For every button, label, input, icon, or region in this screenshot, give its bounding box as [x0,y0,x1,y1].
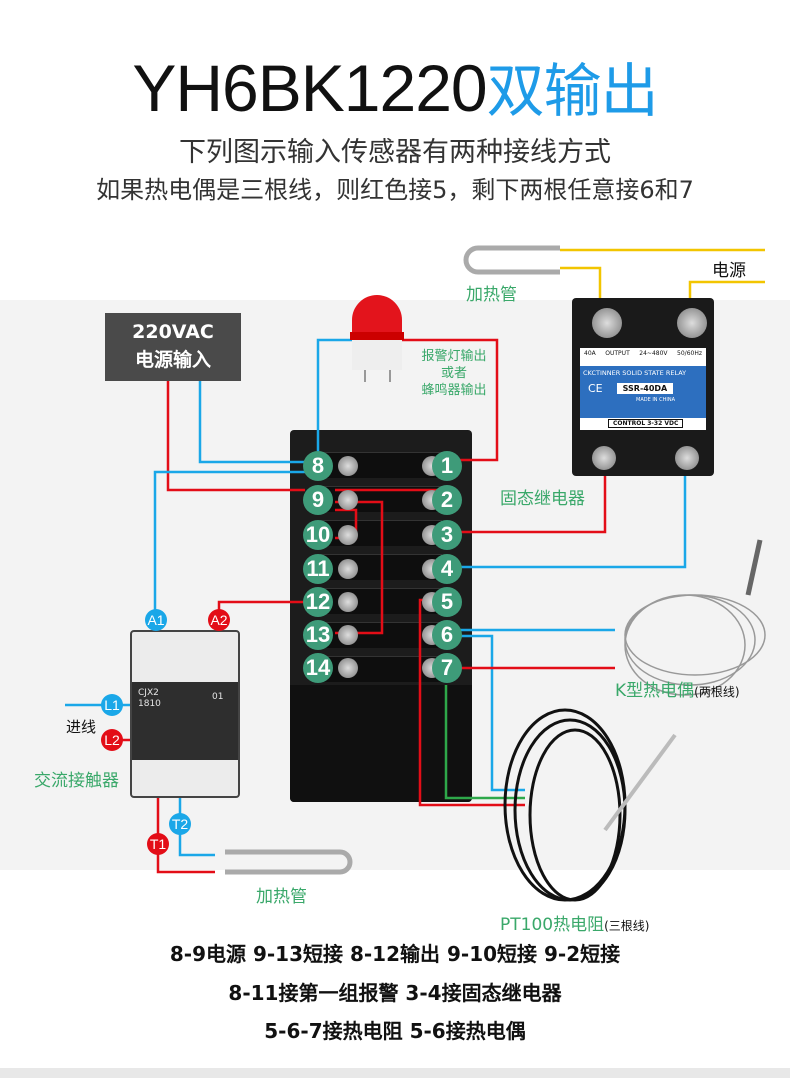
heater-bottom [225,849,353,875]
terminal-7: 7 [432,653,462,683]
controller-body [290,685,472,802]
terminal-14: 14 [303,653,333,683]
terminal-screw [338,559,358,579]
model-name: YH6BK1220 [132,51,487,125]
wire-8-a1 [153,470,305,612]
subtitle-2: 如果热电偶是三根线，则红色接5，剩下两根任意接6和7 [96,176,694,204]
terminal-screw [338,592,358,612]
ssr-current: 40A [584,350,596,357]
wire-4-ssr [460,465,687,569]
solid-state-relay: 40A OUTPUT 24~480V 50/60Hz CKCTINNER SOLID … [572,298,714,476]
wire-t2 [178,785,215,857]
terminal-screw [338,625,358,645]
alarm-light-icon [350,295,404,382]
wire-power-9 [166,380,305,492]
terminal-13: 13 [303,620,333,650]
terminal-4: 4 [432,554,462,584]
ssr-output: OUTPUT [605,350,630,357]
power-label: 电源 [712,261,746,281]
wire-8-alarm [316,338,352,455]
contactor-aux: 01 [212,692,224,702]
thermocouple-name: K型热电偶 [615,681,695,701]
subtitle-1: 下列图示输入传感器有两种接线方式 [179,137,611,168]
ssr-brand: CKCTINNER SOLID STATE RELAY [583,369,687,377]
wire-9-13 [335,500,384,635]
tag-a2: A2 [208,609,230,631]
ssr-freq: 50/60Hz [677,350,702,357]
terminal-9: 9 [303,485,333,515]
terminal-8: 8 [303,451,333,481]
wire-6-pt100 [460,634,525,792]
pt100-probe [503,708,677,902]
wiring-note-3: 5-6-7接热电阻 5-6接热电偶 [264,1019,526,1043]
heater-top-label: 加热管 [466,285,517,305]
heater-bottom-label: 加热管 [256,887,307,907]
incoming-label: 进线 [66,718,97,736]
ssr-model: SSR-40DA [616,383,674,394]
terminal-6: 6 [432,620,462,650]
terminal-screw [338,490,358,510]
wire-7-pt100 [444,685,525,800]
pt100-name: PT100热电阻 [500,915,605,935]
contactor-model: CJX2 1810 [138,688,161,709]
power-voltage: 220VAC [132,321,214,343]
wiring-note-2: 8-11接第一组报警 3-4接固态继电器 [228,981,562,1005]
terminal-10: 10 [303,520,333,550]
thermocouple-probe [624,539,766,696]
alarm-output-label: 报警灯输出或者蜂鸣器输出 [418,348,490,399]
wire-12-a2 [217,600,305,612]
ssr-label: 固态继电器 [500,489,585,509]
power-input-box: 220VAC 电源输入 [105,313,241,381]
alarm-line1: 报警灯输出 [421,349,487,364]
terminal-1: 1 [432,451,462,481]
wiring-note-1: 8-9电源 9-13短接 8-12输出 9-10短接 9-2短接 [169,942,621,966]
terminal-5: 5 [432,587,462,617]
terminal-screw [338,456,358,476]
wire-t1 [156,785,215,874]
ac-contactor: CJX2 1810 01 [130,630,240,798]
thermocouple-note: (两根线) [694,685,740,699]
terminal-3: 3 [432,520,462,550]
terminal-screw [338,658,358,678]
ce-mark: CE [588,382,603,395]
wire-yellow-ssr1 [560,266,602,310]
wire-alarm-1 [402,338,499,462]
ssr-voltage: 24~480V [639,350,668,357]
heater-top [463,245,560,275]
tag-a1: A1 [145,609,167,631]
wire-power-8 [198,380,305,464]
alarm-line2: 或者 [440,366,467,381]
page-title: YH6BK1220双输出 [0,48,790,131]
thermocouple-label: K型热电偶(两根线) [615,676,740,701]
tag-t1: T1 [147,833,169,855]
pt100-label: PT100热电阻(三根线) [500,910,649,935]
terminal-screw [338,525,358,545]
tag-l1: L1 [101,694,123,716]
alarm-line3: 蜂鸣器输出 [421,383,487,398]
terminal-12: 12 [303,587,333,617]
title-suffix: 双输出 [486,57,659,125]
tag-t2: T2 [169,813,191,835]
footer-strip [0,1068,790,1078]
contactor-label: 交流接触器 [34,771,119,791]
terminal-11: 11 [303,554,333,584]
pt100-note: (三根线) [604,919,650,933]
contactor-front-panel [132,682,238,760]
ssr-origin: MADE IN CHINA [636,397,676,403]
power-input-label: 电源输入 [134,349,211,371]
tag-l2: L2 [101,729,123,751]
wire-3-ssr [460,465,607,534]
ssr-control: CONTROL 3-32 VDC [608,419,684,428]
terminal-2: 2 [432,485,462,515]
